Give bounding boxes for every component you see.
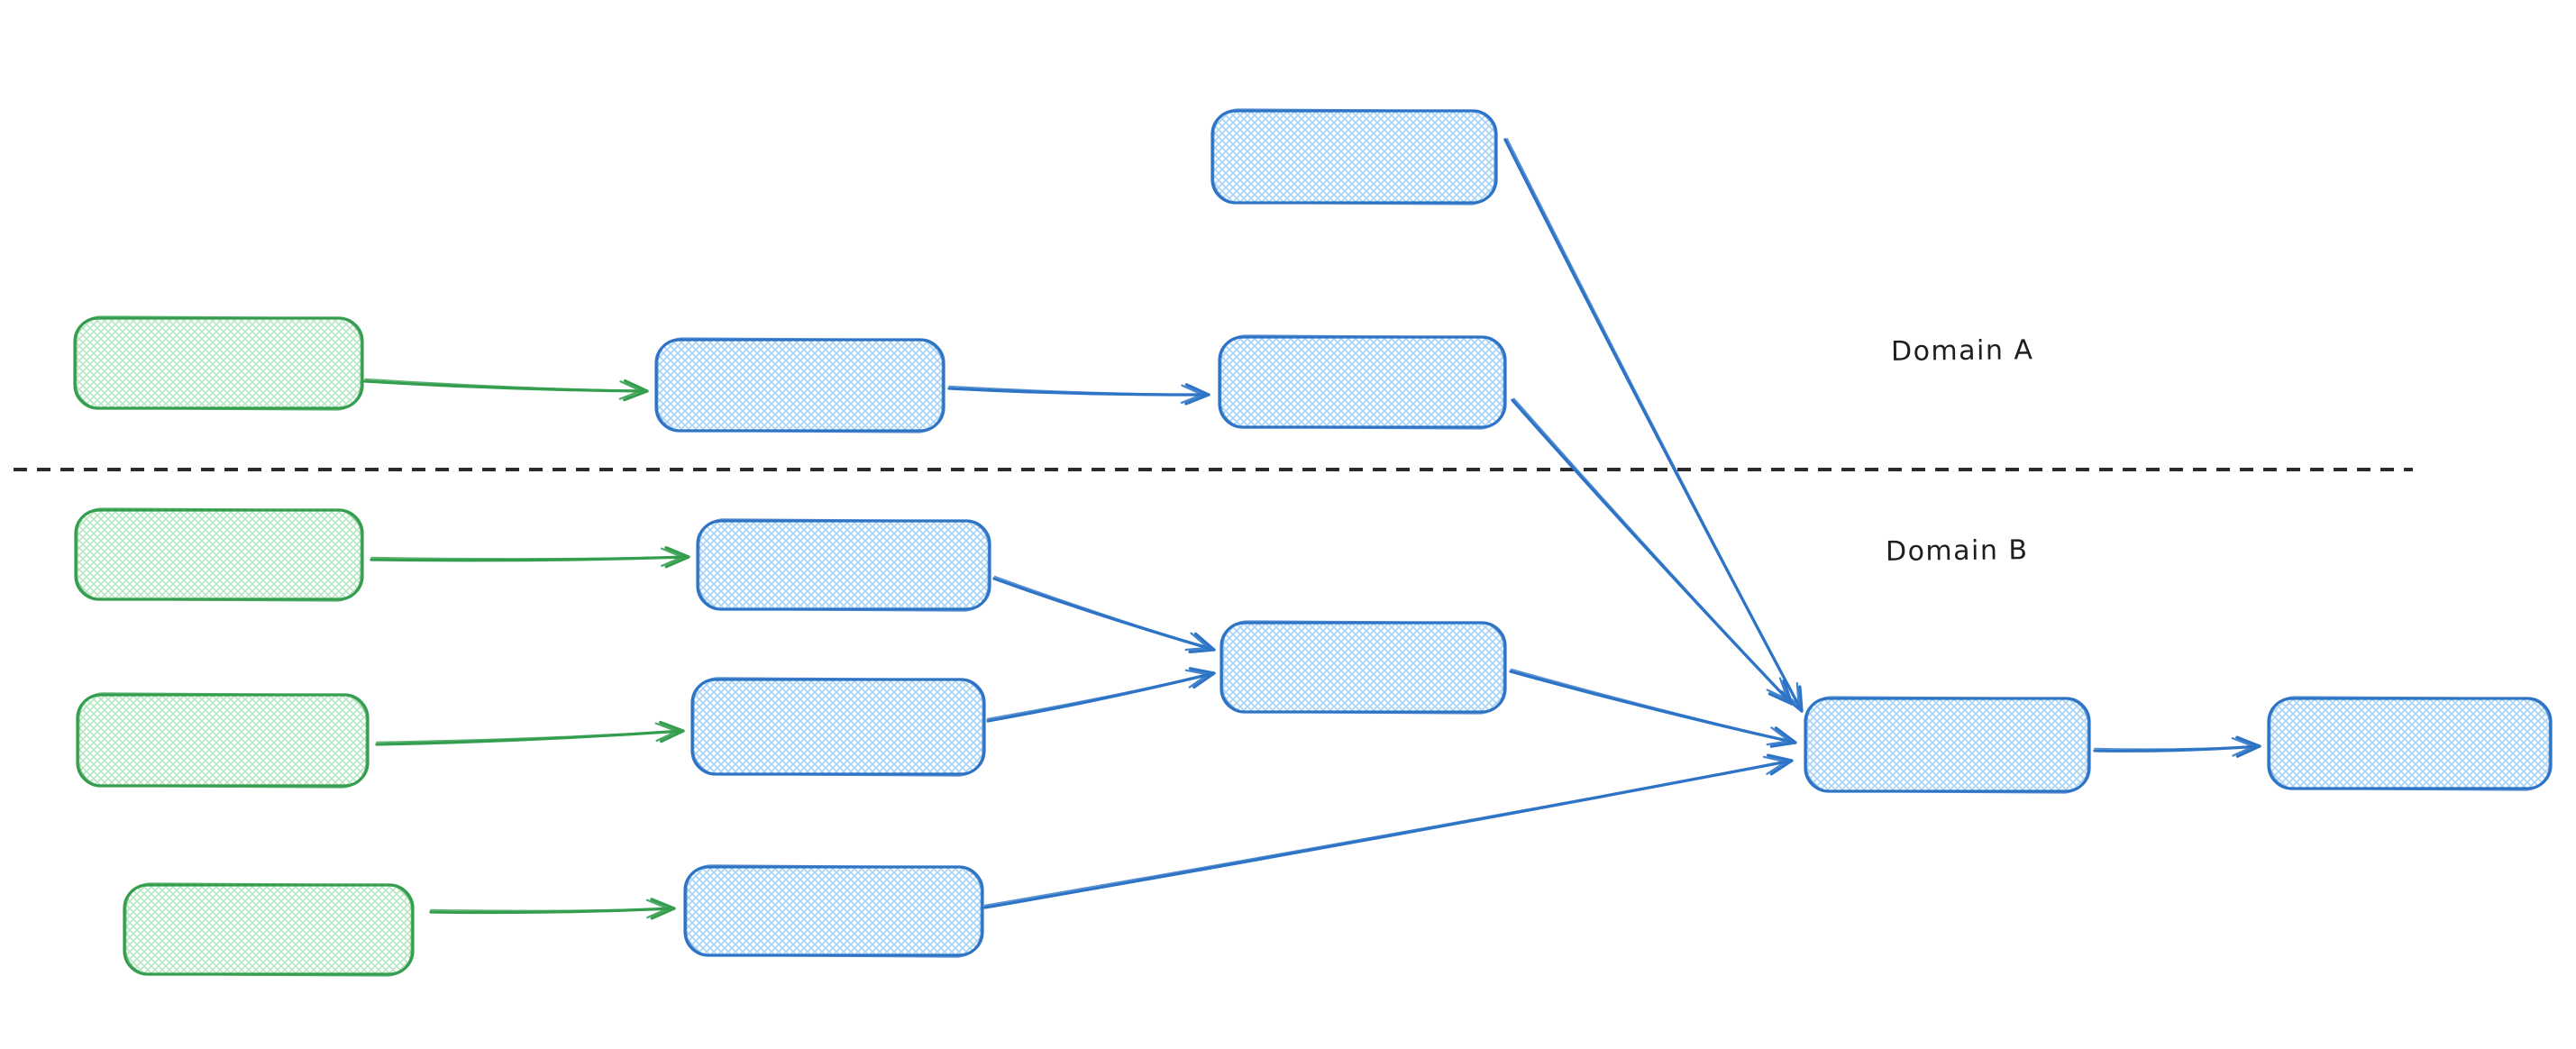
domain-a-top-node[interactable] [1210,108,1498,205]
domain-b-source-node-3[interactable] [123,882,415,977]
edge-processB2-merge[interactable] [986,667,1216,723]
edge-processB1-merge[interactable] [992,575,1216,653]
edge-topA-sink[interactable] [1503,138,1804,713]
edge-sourceA-processA[interactable] [363,378,649,402]
domain-a-label[interactable]: Domain A [1890,334,2034,368]
domain-b-process-node-1[interactable] [696,518,991,612]
domain-a-process-node[interactable] [654,337,945,433]
edge-outputA-sink[interactable] [1511,397,1794,706]
final-node[interactable] [2267,696,2553,791]
domain-b-process-node-2[interactable] [690,677,986,777]
sink-node[interactable] [1804,696,2091,794]
edge-processA-outputA[interactable] [947,383,1210,406]
domain-b-process-node-3[interactable] [683,864,984,958]
edge-sourceB3-processB3[interactable] [429,898,676,920]
domain-b-merge-node[interactable] [1219,620,1507,715]
domain-a-output-node[interactable] [1218,334,1507,430]
edge-processB3-sink[interactable] [983,753,1794,909]
edge-sink-final[interactable] [2093,735,2261,758]
edge-sourceB1-processB1[interactable] [370,546,690,569]
domain-a-source-node[interactable] [73,315,364,411]
domain-b-label[interactable]: Domain B [1885,534,2029,568]
domain-b-source-node-1[interactable] [74,507,364,602]
domain-b-source-node-2[interactable] [76,692,370,789]
edge-sourceB2-processB2[interactable] [375,720,685,746]
edge-merge-sink[interactable] [1509,668,1797,748]
